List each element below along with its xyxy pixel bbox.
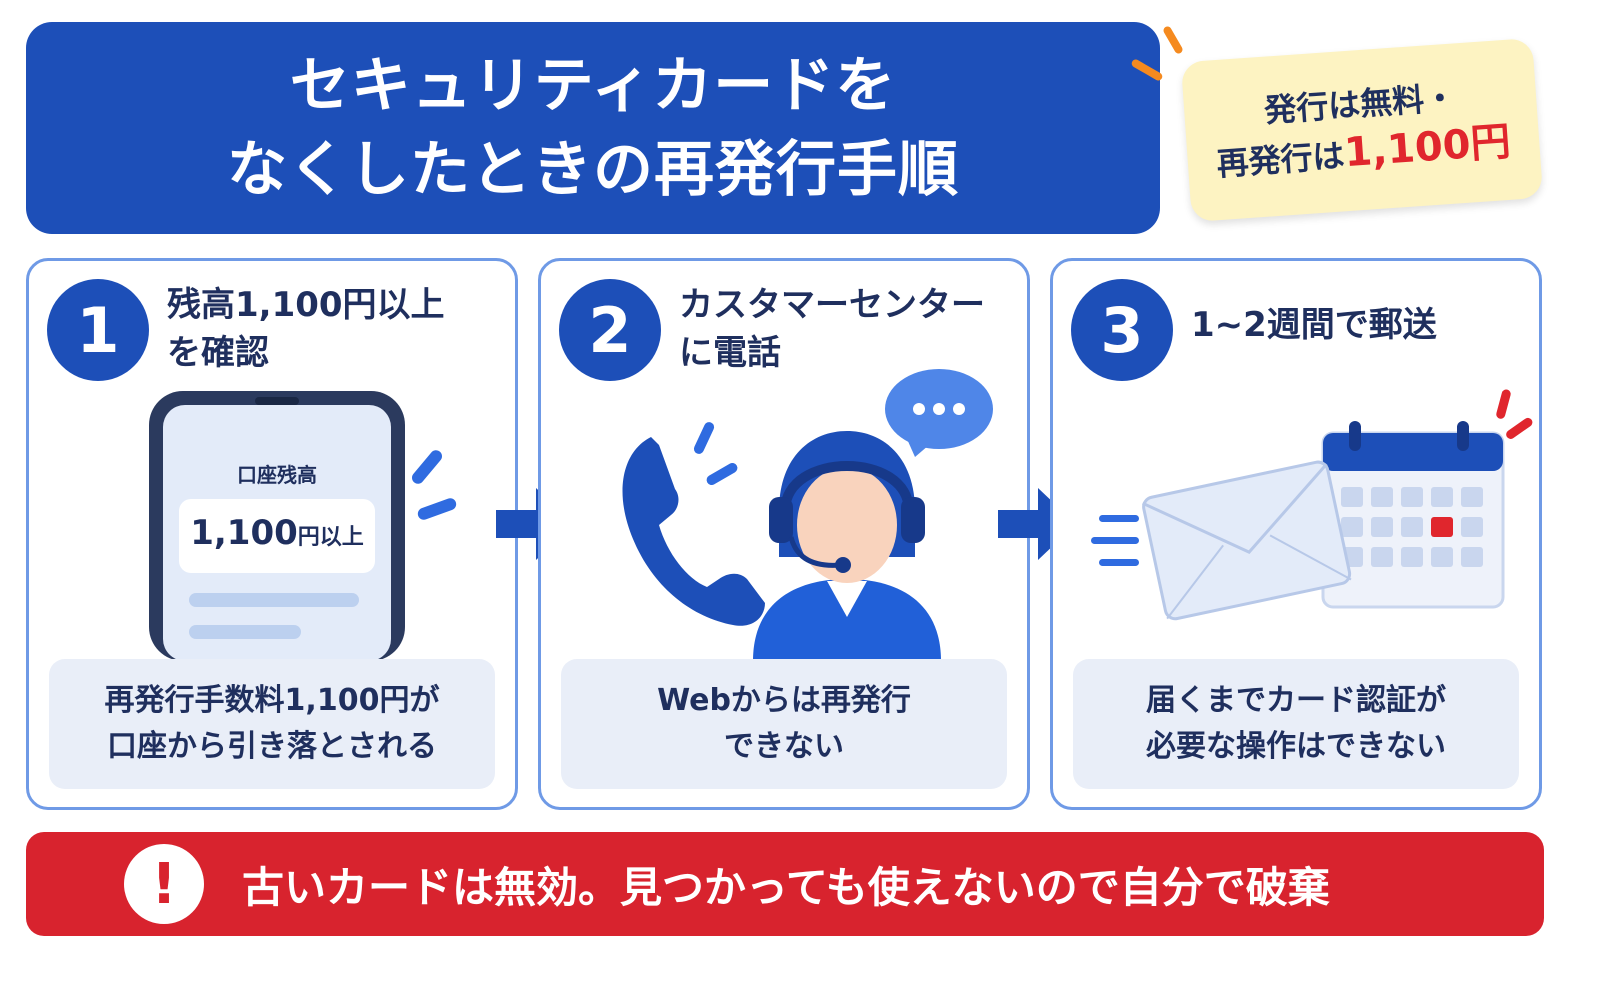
warning-banner: ! 古いカードは無効。見つかっても使えないので自分で破棄 [26,832,1544,936]
speed-line [1099,515,1139,522]
placeholder-line [189,625,301,639]
step-card-1: 1 残高1,100円以上 を確認 口座残高 1,100円以上 再発行手数料1,1… [26,258,518,810]
step-title: カスタマーセンター に電話 [679,281,1017,377]
step-card-3: 3 1~2週間で郵送 届くまでカード認証が 必要な操作はできない [1050,258,1542,810]
step-title: 残高1,100円以上 を確認 [167,281,505,377]
title-line-1: セキュリティカードを [289,51,897,121]
balance-amount: 1,100 [190,513,298,553]
step-title-line-2: に電話 [679,333,781,373]
step-caption: 届くまでカード認証が 必要な操作はできない [1073,659,1519,789]
step-caption-line-2: 口座から引き落とされる [107,729,437,764]
headset-mic [835,557,851,573]
balance-label: 口座残高 [237,463,317,487]
balance-box [179,499,375,573]
step-title-line-2: を確認 [167,333,269,373]
operator-body [753,579,941,661]
alert-mark [1496,389,1511,419]
placeholder-line [189,593,359,607]
step-caption: 再発行手数料1,100円が 口座から引き落とされる [49,659,495,789]
title-banner: セキュリティカードを なくしたときの再発行手順 [26,22,1160,234]
fee-note: 発行は無料・ 再発行は1,100円 [1180,37,1544,223]
step-caption-line-1: Webからは再発行 [657,683,911,718]
calendar-marked-day [1431,517,1453,537]
alert-mark [1506,417,1533,439]
balance-unit: 円以上 [297,525,364,550]
step-number-badge: 3 [1071,279,1173,381]
sparkle-mark [1162,25,1184,55]
call-center-illustration [622,369,993,661]
headset-ear [769,497,793,543]
step-caption-line-1: 再発行手数料1,100円が [104,683,440,718]
ring-mark [693,422,715,454]
step-title-line-1: 1~2週間で郵送 [1191,305,1437,345]
step-number-badge: 1 [47,279,149,381]
step-card-2: 2 カスタマーセンター に電話 Webからは再発行 できない [538,258,1030,810]
exclamation-icon: ! [124,844,204,924]
title-line-2: なくしたときの再発行手順 [227,135,959,205]
fee-note-prefix: 再発行は [1215,136,1346,184]
step-caption-line-2: 必要な操作はできない [1146,729,1446,764]
step-number-badge: 2 [559,279,661,381]
step-title-line-1: カスタマーセンター [679,285,985,325]
step-caption-line-2: できない [724,729,844,764]
headset-ear [901,497,925,543]
smartphone-balance-illustration [149,391,457,661]
fee-note-line-2: 再発行は1,100円 [1215,117,1512,189]
ring-mark [706,463,738,485]
step-caption-line-1: 届くまでカード認証が [1146,683,1446,718]
envelope-icon [1141,460,1352,621]
step-title: 1~2週間で郵送 [1191,301,1529,349]
speed-line [1091,537,1139,544]
headset-band [780,461,914,512]
step-title-line-1: 残高1,100円以上 [167,285,445,325]
phone-speaker [255,397,299,405]
motion-mark [412,450,442,484]
step-caption: Webからは再発行 できない [561,659,1007,789]
operator-face [797,467,897,583]
handset-icon [622,437,765,626]
speed-line [1099,559,1139,566]
warning-text: 古いカードは無効。見つかっても使えないので自分で破棄 [242,862,1330,912]
motion-mark [417,498,457,520]
mail-calendar-illustration [1091,389,1533,621]
balance-value: 1,100円以上 [179,513,375,553]
fee-note-amount: 1,100円 [1342,118,1513,177]
